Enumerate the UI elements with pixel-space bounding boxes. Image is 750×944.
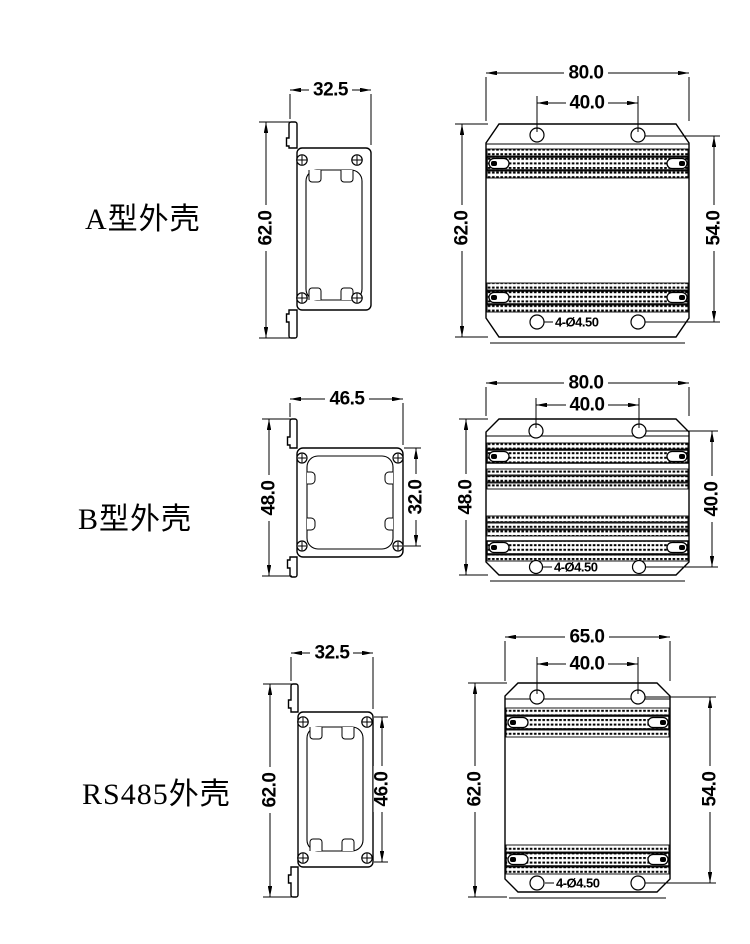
dimension-hole-rows: 54.0 — [700, 772, 721, 807]
pcb-guide-notch — [307, 517, 316, 531]
mounting-hole — [528, 559, 544, 575]
dimension-height: 62.0 — [260, 773, 281, 808]
mounting-tab-top — [286, 418, 298, 449]
screw-channel — [308, 287, 322, 300]
hole-diameter-callout: 4-Ø4.50 — [556, 876, 600, 891]
screw-channel — [340, 170, 354, 183]
dimension-height: 62.0 — [465, 772, 486, 807]
mounting-hole — [630, 875, 646, 891]
dimension-width: 65.0 — [570, 627, 605, 648]
mounting-tab-bottom — [287, 866, 299, 898]
screw-channel — [309, 838, 323, 851]
profile-cavity — [306, 726, 364, 852]
screw-channel — [309, 727, 323, 740]
hole-diameter-callout: 4-Ø4.50 — [554, 560, 598, 575]
b-type-side-profile-drawing: 46.5 48.0 32.0 — [259, 389, 427, 578]
a-type-side-profile-drawing: 32.5 62.0 — [256, 80, 372, 339]
rs485-side-profile-drawing: 32.5 62.0 46.0 — [260, 643, 393, 898]
dimension-height: 48.0 — [259, 481, 280, 516]
screw-channel — [341, 727, 355, 740]
dimension-height: 62.0 — [452, 211, 473, 246]
corner-screw-holes — [296, 154, 363, 304]
pcb-guide-notch — [307, 471, 316, 485]
mounting-hole — [631, 559, 647, 575]
row-label-a-type: A型外壳 — [85, 203, 201, 236]
dimension-hole-spacing: 40.0 — [570, 395, 605, 416]
corner-screw-holes — [297, 716, 373, 864]
screw-channel — [340, 287, 354, 300]
mounting-tab-top — [287, 683, 299, 713]
screw-channel — [341, 838, 355, 851]
dimension-width: 80.0 — [569, 63, 604, 84]
mounting-tab-bottom — [286, 556, 298, 578]
dimension-width: 32.5 — [313, 80, 349, 101]
dimension-inner-height: 32.0 — [406, 480, 427, 515]
pcb-guide-notch — [384, 517, 393, 531]
dimension-width: 46.5 — [330, 389, 366, 410]
corner-screw-holes — [296, 452, 404, 552]
dimension-hole-spacing: 40.0 — [570, 654, 605, 675]
mounting-hole — [630, 314, 646, 330]
row-label-rs485: RS485外壳 — [82, 778, 231, 811]
dimension-hole-rows: 54.0 — [704, 211, 725, 246]
mounting-hole — [529, 314, 545, 330]
mounting-hole — [529, 875, 545, 891]
screw-channel — [308, 170, 322, 183]
pcb-guide-notch — [384, 471, 393, 485]
mounting-tab-bottom — [285, 309, 298, 339]
b-type-top-view-drawing: 80.0 40.0 48.0 40.0 4-Ø4.50 — [456, 373, 723, 582]
profile-cavity — [306, 455, 394, 550]
dimension-hole-spacing: 40.0 — [570, 93, 605, 114]
dimension-inner-height: 46.0 — [372, 772, 393, 807]
dimension-hole-rows: 40.0 — [702, 482, 723, 517]
a-type-top-view-drawing: 80.0 40.0 62.0 54.0 4-Ø4.50 — [452, 63, 725, 344]
dimension-height: 48.0 — [456, 480, 477, 515]
rs485-top-view-drawing: 65.0 40.0 62.0 54.0 4-Ø4.50 — [465, 627, 721, 899]
dimension-width: 80.0 — [569, 373, 604, 394]
dimension-width: 32.5 — [315, 643, 351, 664]
row-label-b-type: B型外壳 — [78, 503, 193, 536]
hole-diameter-callout: 4-Ø4.50 — [555, 315, 599, 330]
mounting-tab-top — [285, 121, 298, 149]
profile-cavity — [305, 169, 363, 301]
dimension-height: 62.0 — [256, 211, 277, 246]
